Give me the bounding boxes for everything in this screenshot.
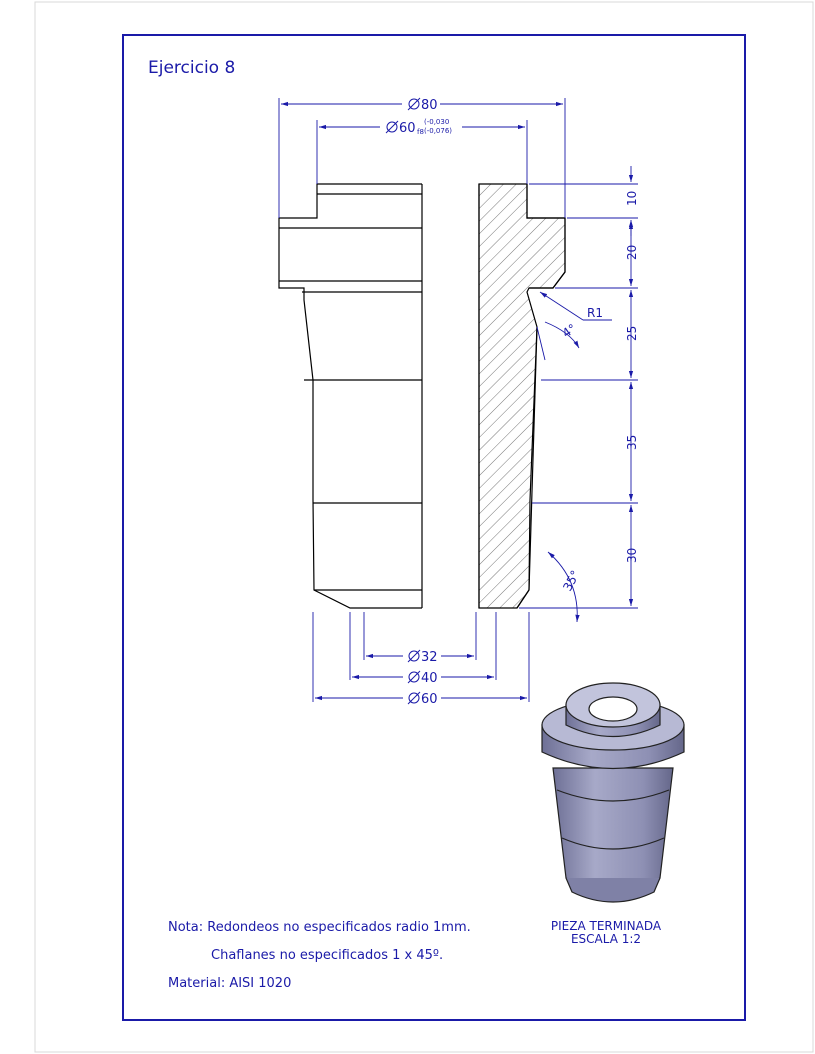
hatched-section [478,183,566,609]
dim-fit-class: f8 [417,128,424,136]
dim-bottom-chamfer: 40 [421,671,438,686]
finished-piece-caption: PIEZA TERMINADA [550,919,662,933]
diameter-icon [407,670,421,684]
dim-v-30: 30 [625,548,639,563]
dim-v-35: 35 [625,435,639,450]
diameter-icon [407,649,421,663]
dim-v-25: 25 [625,326,639,341]
dim-v-10: 10 [625,191,639,206]
dim-fit-lower: (-0,076) [424,127,452,135]
page-title: Ejercicio 8 [148,58,236,78]
dim-top-outer: 80 [421,98,438,113]
dim-fit-upper: (-0,030 [424,118,449,126]
diameter-icon [385,120,399,134]
note-chamfers: Chaflanes no especificados 1 x 45º. [211,948,444,963]
dim-v-20: 20 [625,245,639,260]
finished-piece-render [541,682,685,903]
dim-bottom-bore: 32 [421,650,438,665]
dim-bottom-outer: 60 [421,692,438,707]
dim-top-fit: 60 [399,121,416,136]
dimension-lines [278,98,638,702]
dim-taper-angle: 4° [560,321,579,340]
page-border [34,1,814,1053]
diameter-icon [407,691,421,705]
note-material: Material: AISI 1020 [168,976,292,991]
diameter-icon [407,97,421,111]
dim-radius: R1 [587,306,603,320]
diameter-symbols [385,97,421,705]
drawing-frame [122,34,746,1021]
note-rounds: Nota: Redondeos no especificados radio 1… [168,920,471,935]
section-view [278,183,566,609]
dim-chamfer-angle: 35° [560,568,582,593]
finished-piece-scale: ESCALA 1:2 [570,932,642,946]
